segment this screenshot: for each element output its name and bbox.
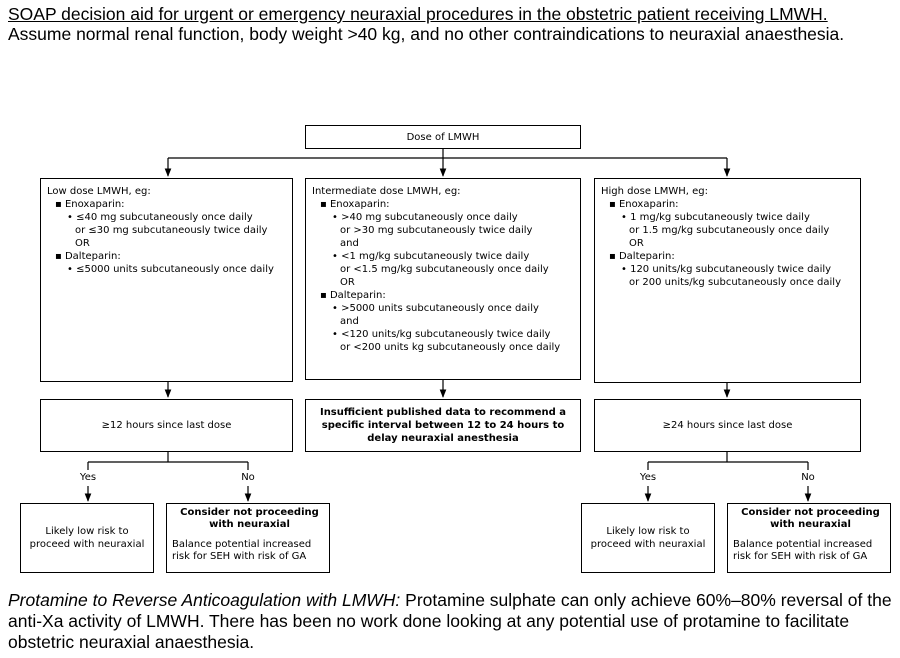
high-likely-text: Likely low risk to proceed with neuraxia… <box>590 526 706 550</box>
mid-enox-dose-2b: or <1.5 mg/kg subcutaneously once daily <box>340 264 549 275</box>
low-dalteparin-item: ▪ Dalteparin: <box>47 250 292 263</box>
high-interval-text: ≥24 hours since last dose <box>662 420 793 431</box>
heading: SOAP decision aid for urgent or emergenc… <box>8 4 888 44</box>
low-no-label: No <box>241 472 255 483</box>
high-consider-title: Consider not proceeding with neuraxial <box>741 507 880 530</box>
mid-enox-dose-2a: <1 mg/kg subcutaneously twice daily <box>341 251 530 262</box>
mid-or: OR <box>340 277 355 288</box>
low-consider-sub: Balance potential increased risk for SEH… <box>172 539 312 562</box>
low-likely-text: Likely low risk to proceed with neuraxia… <box>29 526 145 550</box>
heading-title: SOAP decision aid for urgent or emergenc… <box>8 4 828 24</box>
footer-note: Protamine to Reverse Anticoagulation wit… <box>8 590 896 653</box>
low-dalte-dose-1: ≤5000 units subcutaneously once daily <box>76 264 274 275</box>
high-or: OR <box>629 238 644 249</box>
high-consider-box: Consider not proceeding with neuraxial B… <box>727 503 891 573</box>
high-enoxaparin-label: Enoxaparin: <box>618 199 679 210</box>
mid-enoxaparin-item: ▪ Enoxaparin: <box>312 198 580 211</box>
high-dalteparin-item: ▪ Dalteparin: <box>601 250 860 263</box>
bullet-icon: • <box>67 264 77 275</box>
high-dalte-dose-1b: or 200 units/kg subcutaneously once dail… <box>629 277 841 288</box>
high-interval-box: ≥24 hours since last dose <box>594 399 861 452</box>
mid-dalteparin-item: ▪ Dalteparin: <box>312 289 580 302</box>
mid-dalte-dose-1a: >5000 units subcutaneously once daily <box>341 303 539 314</box>
mid-interval-text: Insufficient published data to recommend… <box>319 407 567 444</box>
bullet-icon: ▪ <box>55 199 65 210</box>
mid-enox-dose-1: • >40 mg subcutaneously once daily <box>312 211 580 224</box>
high-no-label: No <box>801 472 815 483</box>
low-dose-title: Low dose LMWH, eg: <box>47 186 151 197</box>
mid-dalteparin-label: Dalteparin: <box>329 290 386 301</box>
bullet-icon: • <box>332 329 342 340</box>
low-dalteparin-label: Dalteparin: <box>64 251 121 262</box>
bullet-icon: ▪ <box>55 251 65 262</box>
dose-root-box: Dose of LMWH <box>305 125 581 149</box>
bullet-icon: • <box>332 303 342 314</box>
mid-interval-box: Insufficient published data to recommend… <box>305 399 581 452</box>
low-enox-dose-1: ≤40 mg subcutaneously once daily <box>76 212 253 223</box>
mid-dalte-dose-2a: <120 units/kg subcutaneously twice daily <box>341 329 551 340</box>
mid-enoxaparin-label: Enoxaparin: <box>329 199 390 210</box>
footer-text: Protamine sulphate can only achieve 60%–… <box>8 590 892 652</box>
bullet-icon: ▪ <box>320 199 330 210</box>
low-enox-dose-2: or ≤30 mg subcutaneously twice daily <box>75 225 268 236</box>
high-enox-dose-1: • 1 mg/kg subcutaneously twice daily <box>601 211 860 224</box>
low-enoxaparin-dose: • ≤40 mg subcutaneously once daily <box>47 211 292 224</box>
high-dose-title: High dose LMWH, eg: <box>601 186 709 197</box>
high-dalte-dose-1: • 120 units/kg subcutaneously twice dail… <box>601 263 860 276</box>
low-interval-box: ≥12 hours since last dose <box>40 399 293 452</box>
bullet-icon: • <box>332 251 342 262</box>
mid-dalte-dose-2: • <120 units/kg subcutaneously twice dai… <box>312 328 580 341</box>
low-likely-box: Likely low risk to proceed with neuraxia… <box>20 503 154 573</box>
high-dalteparin-label: Dalteparin: <box>618 251 675 262</box>
intermediate-dose-title: Intermediate dose LMWH, eg: <box>312 186 461 197</box>
high-enox-dose-1b: or 1.5 mg/kg subcutaneously once daily <box>629 225 830 236</box>
bullet-icon: • <box>67 212 77 223</box>
mid-enox-dose-1a: >40 mg subcutaneously once daily <box>341 212 518 223</box>
low-dose-box: Low dose LMWH, eg: ▪ Enoxaparin: • ≤40 m… <box>40 178 293 382</box>
high-dalte-dose-1a: 120 units/kg subcutaneously twice daily <box>630 264 832 275</box>
low-consider-title: Consider not proceeding with neuraxial <box>180 507 319 530</box>
mid-and-2: and <box>340 316 359 327</box>
high-enox-dose-1a: 1 mg/kg subcutaneously twice daily <box>630 212 810 223</box>
low-consider-box: Consider not proceeding with neuraxial B… <box>166 503 330 573</box>
high-yes-label: Yes <box>639 472 657 483</box>
low-yes-label: Yes <box>79 472 97 483</box>
low-or: OR <box>75 238 90 249</box>
mid-and-1: and <box>340 238 359 249</box>
bullet-icon: ▪ <box>320 290 330 301</box>
high-consider-sub: Balance potential increased risk for SEH… <box>733 539 873 562</box>
bullet-icon: • <box>621 264 631 275</box>
bullet-icon: • <box>621 212 631 223</box>
bullet-icon: ▪ <box>609 251 619 262</box>
heading-assumptions: Assume normal renal function, body weigh… <box>8 24 845 44</box>
bullet-icon: ▪ <box>609 199 619 210</box>
mid-dalte-dose-2b: or <200 units kg subcutaneously once dai… <box>340 342 561 353</box>
high-enoxaparin-item: ▪ Enoxaparin: <box>601 198 860 211</box>
mid-enox-dose-1b: or >30 mg subcutaneously twice daily <box>340 225 533 236</box>
footer-title: Protamine to Reverse Anticoagulation wit… <box>8 590 401 610</box>
bullet-icon: • <box>332 212 342 223</box>
high-likely-box: Likely low risk to proceed with neuraxia… <box>581 503 715 573</box>
mid-dalte-dose-1: • >5000 units subcutaneously once daily <box>312 302 580 315</box>
low-dalteparin-dose: • ≤5000 units subcutaneously once daily <box>47 263 292 276</box>
mid-enox-dose-2: • <1 mg/kg subcutaneously twice daily <box>312 250 580 263</box>
high-dose-box: High dose LMWH, eg: ▪ Enoxaparin: • 1 mg… <box>594 178 861 383</box>
low-enoxaparin-item: ▪ Enoxaparin: <box>47 198 292 211</box>
dose-root-label: Dose of LMWH <box>406 131 480 143</box>
intermediate-dose-box: Intermediate dose LMWH, eg: ▪ Enoxaparin… <box>305 178 581 380</box>
low-enoxaparin-label: Enoxaparin: <box>64 199 125 210</box>
low-interval-text: ≥12 hours since last dose <box>101 420 232 431</box>
